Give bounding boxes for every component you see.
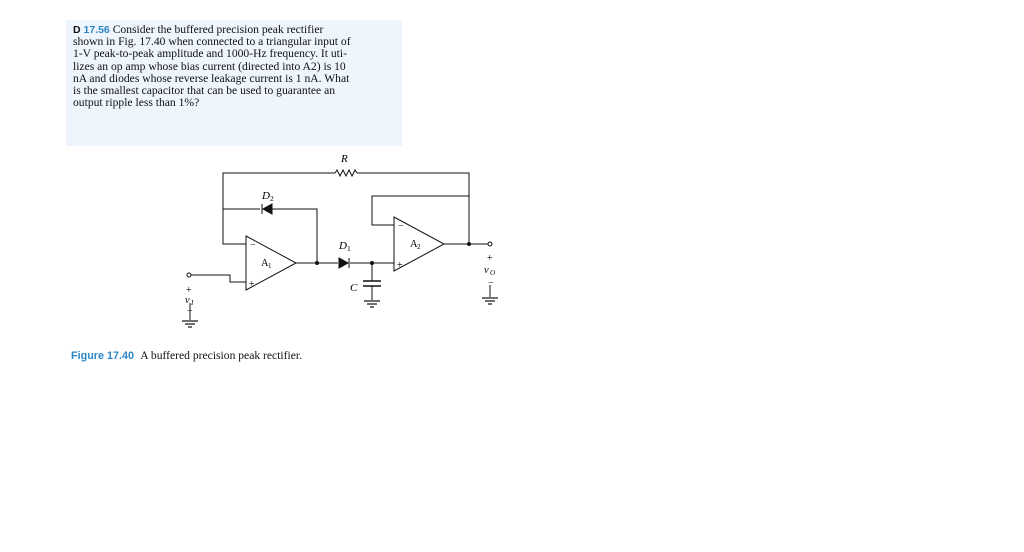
figure-caption: Figure 17.40 A buffered precision peak r… bbox=[71, 349, 302, 362]
a2-feedback-wire bbox=[371, 195, 469, 226]
input-label-sub: I bbox=[190, 299, 194, 307]
input-minus-sign: − bbox=[187, 306, 193, 317]
a1-minus-sign: − bbox=[250, 240, 256, 251]
junction-output bbox=[467, 242, 471, 246]
problem-letter: D bbox=[73, 24, 81, 36]
label-a1: A bbox=[261, 258, 269, 269]
junction-a1-out bbox=[315, 261, 319, 265]
ground-output-icon bbox=[482, 297, 498, 305]
feedback-wire-top bbox=[222, 172, 335, 209]
input-wire bbox=[190, 274, 246, 283]
diode-d2 bbox=[261, 203, 273, 215]
label-d1-sub: 1 bbox=[347, 244, 351, 253]
label-d1: D bbox=[338, 240, 347, 252]
opamp-a1-symbol bbox=[245, 235, 298, 291]
problem-statement: D 17.56 Consider the buffered precision … bbox=[73, 23, 389, 110]
capacitor-c bbox=[363, 280, 381, 287]
label-a1-sub: 1 bbox=[268, 262, 272, 270]
figure-label: Figure 17.40 bbox=[71, 350, 135, 362]
resistor-zigzag bbox=[334, 168, 358, 178]
input-plus-sign: + bbox=[186, 285, 192, 296]
ground-cap-icon bbox=[364, 300, 380, 308]
label-d2: D bbox=[261, 190, 270, 202]
output-label: v bbox=[484, 265, 489, 276]
output-terminal bbox=[487, 241, 493, 247]
problem-text: Consider the buffered precision peak rec… bbox=[73, 23, 351, 110]
opamp-a2-symbol bbox=[393, 216, 446, 272]
output-feedback-wire bbox=[357, 172, 470, 244]
a1-plus-sign: + bbox=[249, 279, 255, 290]
label-r: R bbox=[340, 153, 348, 165]
d2-right-wire bbox=[272, 208, 318, 263]
problem-number: 17.56 bbox=[83, 24, 110, 36]
label-c: C bbox=[350, 282, 358, 294]
output-plus-sign: + bbox=[487, 253, 493, 264]
label-a2: A bbox=[410, 239, 418, 250]
junction-cap bbox=[370, 261, 374, 265]
a2-plus-sign: + bbox=[397, 260, 403, 271]
input-terminal bbox=[186, 272, 192, 278]
output-label-sub: O bbox=[490, 269, 495, 277]
a2-minus-sign: − bbox=[398, 221, 404, 232]
d2-loop-wire bbox=[222, 208, 260, 245]
output-minus-sign: − bbox=[488, 278, 494, 289]
problem-box bbox=[66, 20, 402, 146]
ground-input-icon bbox=[182, 320, 198, 328]
label-a2-sub: 2 bbox=[417, 243, 421, 251]
input-label: v bbox=[185, 295, 190, 306]
diode-d1 bbox=[338, 257, 350, 269]
figure-caption-text: A buffered precision peak rectifier. bbox=[140, 349, 302, 362]
label-d2-sub: 2 bbox=[270, 194, 274, 203]
